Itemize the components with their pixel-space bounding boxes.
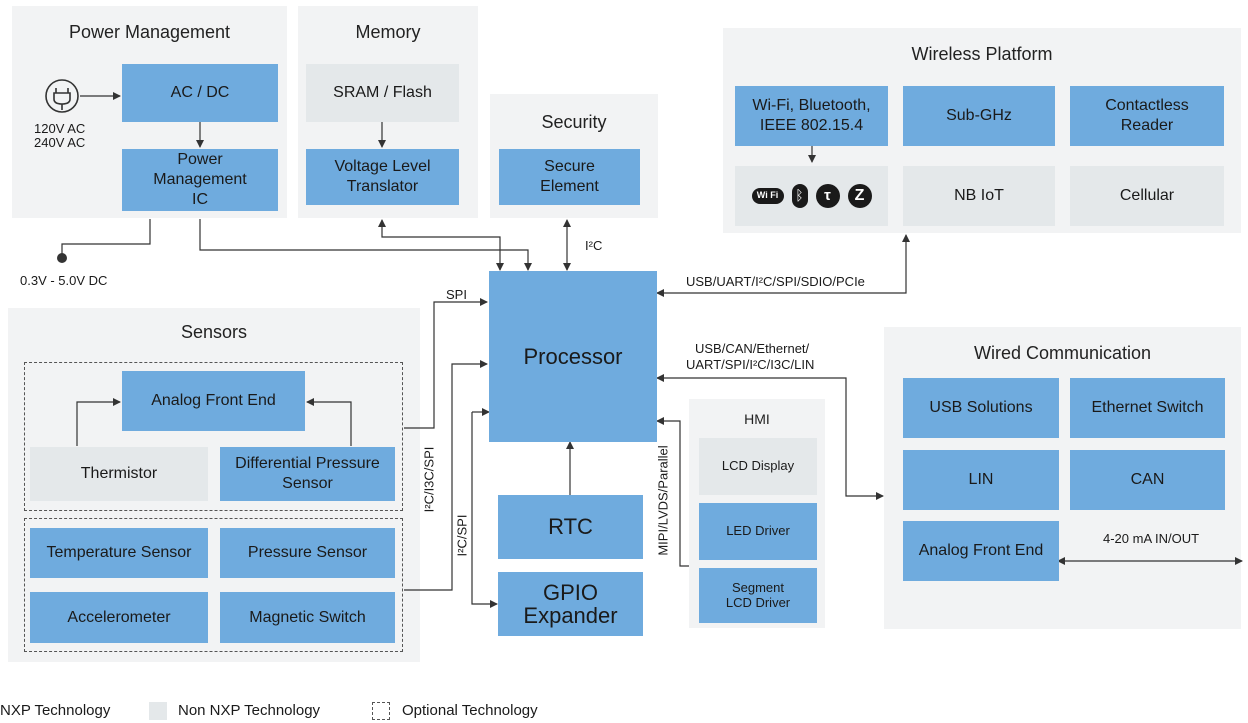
secure-element-block: Secure Element <box>499 149 640 205</box>
legend-non-nxp-swatch <box>149 702 167 720</box>
lcd-display-block: LCD Display <box>699 438 817 495</box>
zigbee-icon: Z <box>847 184 872 208</box>
sensor-bus-label-2: I²C/SPI <box>454 514 470 557</box>
temperature-sensor-block: Temperature Sensor <box>30 528 208 578</box>
segment-lcd-driver-block: Segment LCD Driver <box>699 568 817 623</box>
legend-non-nxp: Non NXP Technology <box>178 702 320 719</box>
wireless-bus-label: USB/UART/I²C/SPI/SDIO/PCIe <box>686 274 865 289</box>
pressure-sensor-block: Pressure Sensor <box>220 528 395 578</box>
gpio-expander-block: GPIO Expander <box>498 572 643 636</box>
wireless-protocol-icons: Wi Fi ᛒ τ Z <box>735 166 888 226</box>
legend-non-nxp-label: Non NXP Technology <box>178 702 321 719</box>
ac-dc-block: AC / DC <box>122 64 278 122</box>
lin-block: LIN <box>903 450 1059 510</box>
wired-bus-label-1: USB/CAN/Ethernet/ <box>695 341 810 356</box>
hmi-bus-label: MIPI/LVDS/Parallel <box>655 445 671 556</box>
nb-iot-block: NB IoT <box>903 166 1055 226</box>
legend-optional-swatch <box>372 702 390 720</box>
wired-communication-title: Wired Communication <box>973 343 1152 363</box>
wired-bus-label-2: UART/SPI/I²C/I3C/LIN <box>686 357 815 372</box>
contactless-reader-block: Contactless Reader <box>1070 86 1224 146</box>
security-title: Security <box>541 112 607 132</box>
bluetooth-icon: ᛒ <box>791 184 808 208</box>
wifi-bluetooth-label: Wi-Fi, Bluetooth, IEEE 802.15.4 <box>752 97 871 134</box>
sensor-analog-front-end-block: Analog Front End <box>122 371 305 431</box>
wired-io-label: 4-20 mA IN/OUT <box>1103 531 1200 546</box>
power-management-title: Power Management <box>68 22 231 42</box>
ethernet-switch-block: Ethernet Switch <box>1070 378 1225 438</box>
ac-input-label-1: 120V AC <box>34 121 86 136</box>
can-block: CAN <box>1070 450 1225 510</box>
accelerometer-block: Accelerometer <box>30 592 208 643</box>
cellular-block: Cellular <box>1070 166 1224 226</box>
thermistor-block: Thermistor <box>30 447 208 501</box>
sensors-title: Sensors <box>180 322 248 342</box>
ac-input-label-2: 240V AC <box>34 135 86 150</box>
wired-analog-front-end-block: Analog Front End <box>903 521 1059 581</box>
wireless-platform-title: Wireless Platform <box>911 44 1053 64</box>
sensor-bus-label-1: I²C/I3C/SPI <box>421 446 437 513</box>
legend-optional: Optional Technology <box>402 702 538 719</box>
wifi-bluetooth-block: Wi-Fi, Bluetooth, IEEE 802.15.4 <box>735 86 888 146</box>
usb-solutions-block: USB Solutions <box>903 378 1059 438</box>
differential-pressure-sensor-block: Differential Pressure Sensor <box>220 447 395 501</box>
power-plug-icon <box>45 79 79 113</box>
optional-group-afe <box>24 362 403 511</box>
led-driver-block: LED Driver <box>699 503 817 560</box>
wifi-icon: Wi Fi <box>751 188 784 204</box>
dc-output-label: 0.3V - 5.0V DC <box>20 273 108 288</box>
security-bus-label: I²C <box>585 238 603 253</box>
processor-spi-label: SPI <box>446 287 467 302</box>
power-management-ic-block: Power Management IC <box>122 149 278 211</box>
sub-ghz-block: Sub-GHz <box>903 86 1055 146</box>
optional-group-sensors <box>24 518 403 652</box>
legend-optional-label: Optional Technology <box>402 702 538 719</box>
processor-block: Processor <box>489 271 657 442</box>
sram-flash-block: SRAM / Flash <box>306 64 459 122</box>
thread-icon: τ <box>815 184 840 208</box>
legend-nxp: NXP Technology <box>0 702 110 719</box>
rtc-block: RTC <box>498 495 643 559</box>
memory-title: Memory <box>355 22 421 42</box>
voltage-level-translator-block: Voltage Level Translator <box>306 149 459 205</box>
legend-nxp-label: NXP Technology <box>0 702 111 719</box>
magnetic-switch-block: Magnetic Switch <box>220 592 395 643</box>
